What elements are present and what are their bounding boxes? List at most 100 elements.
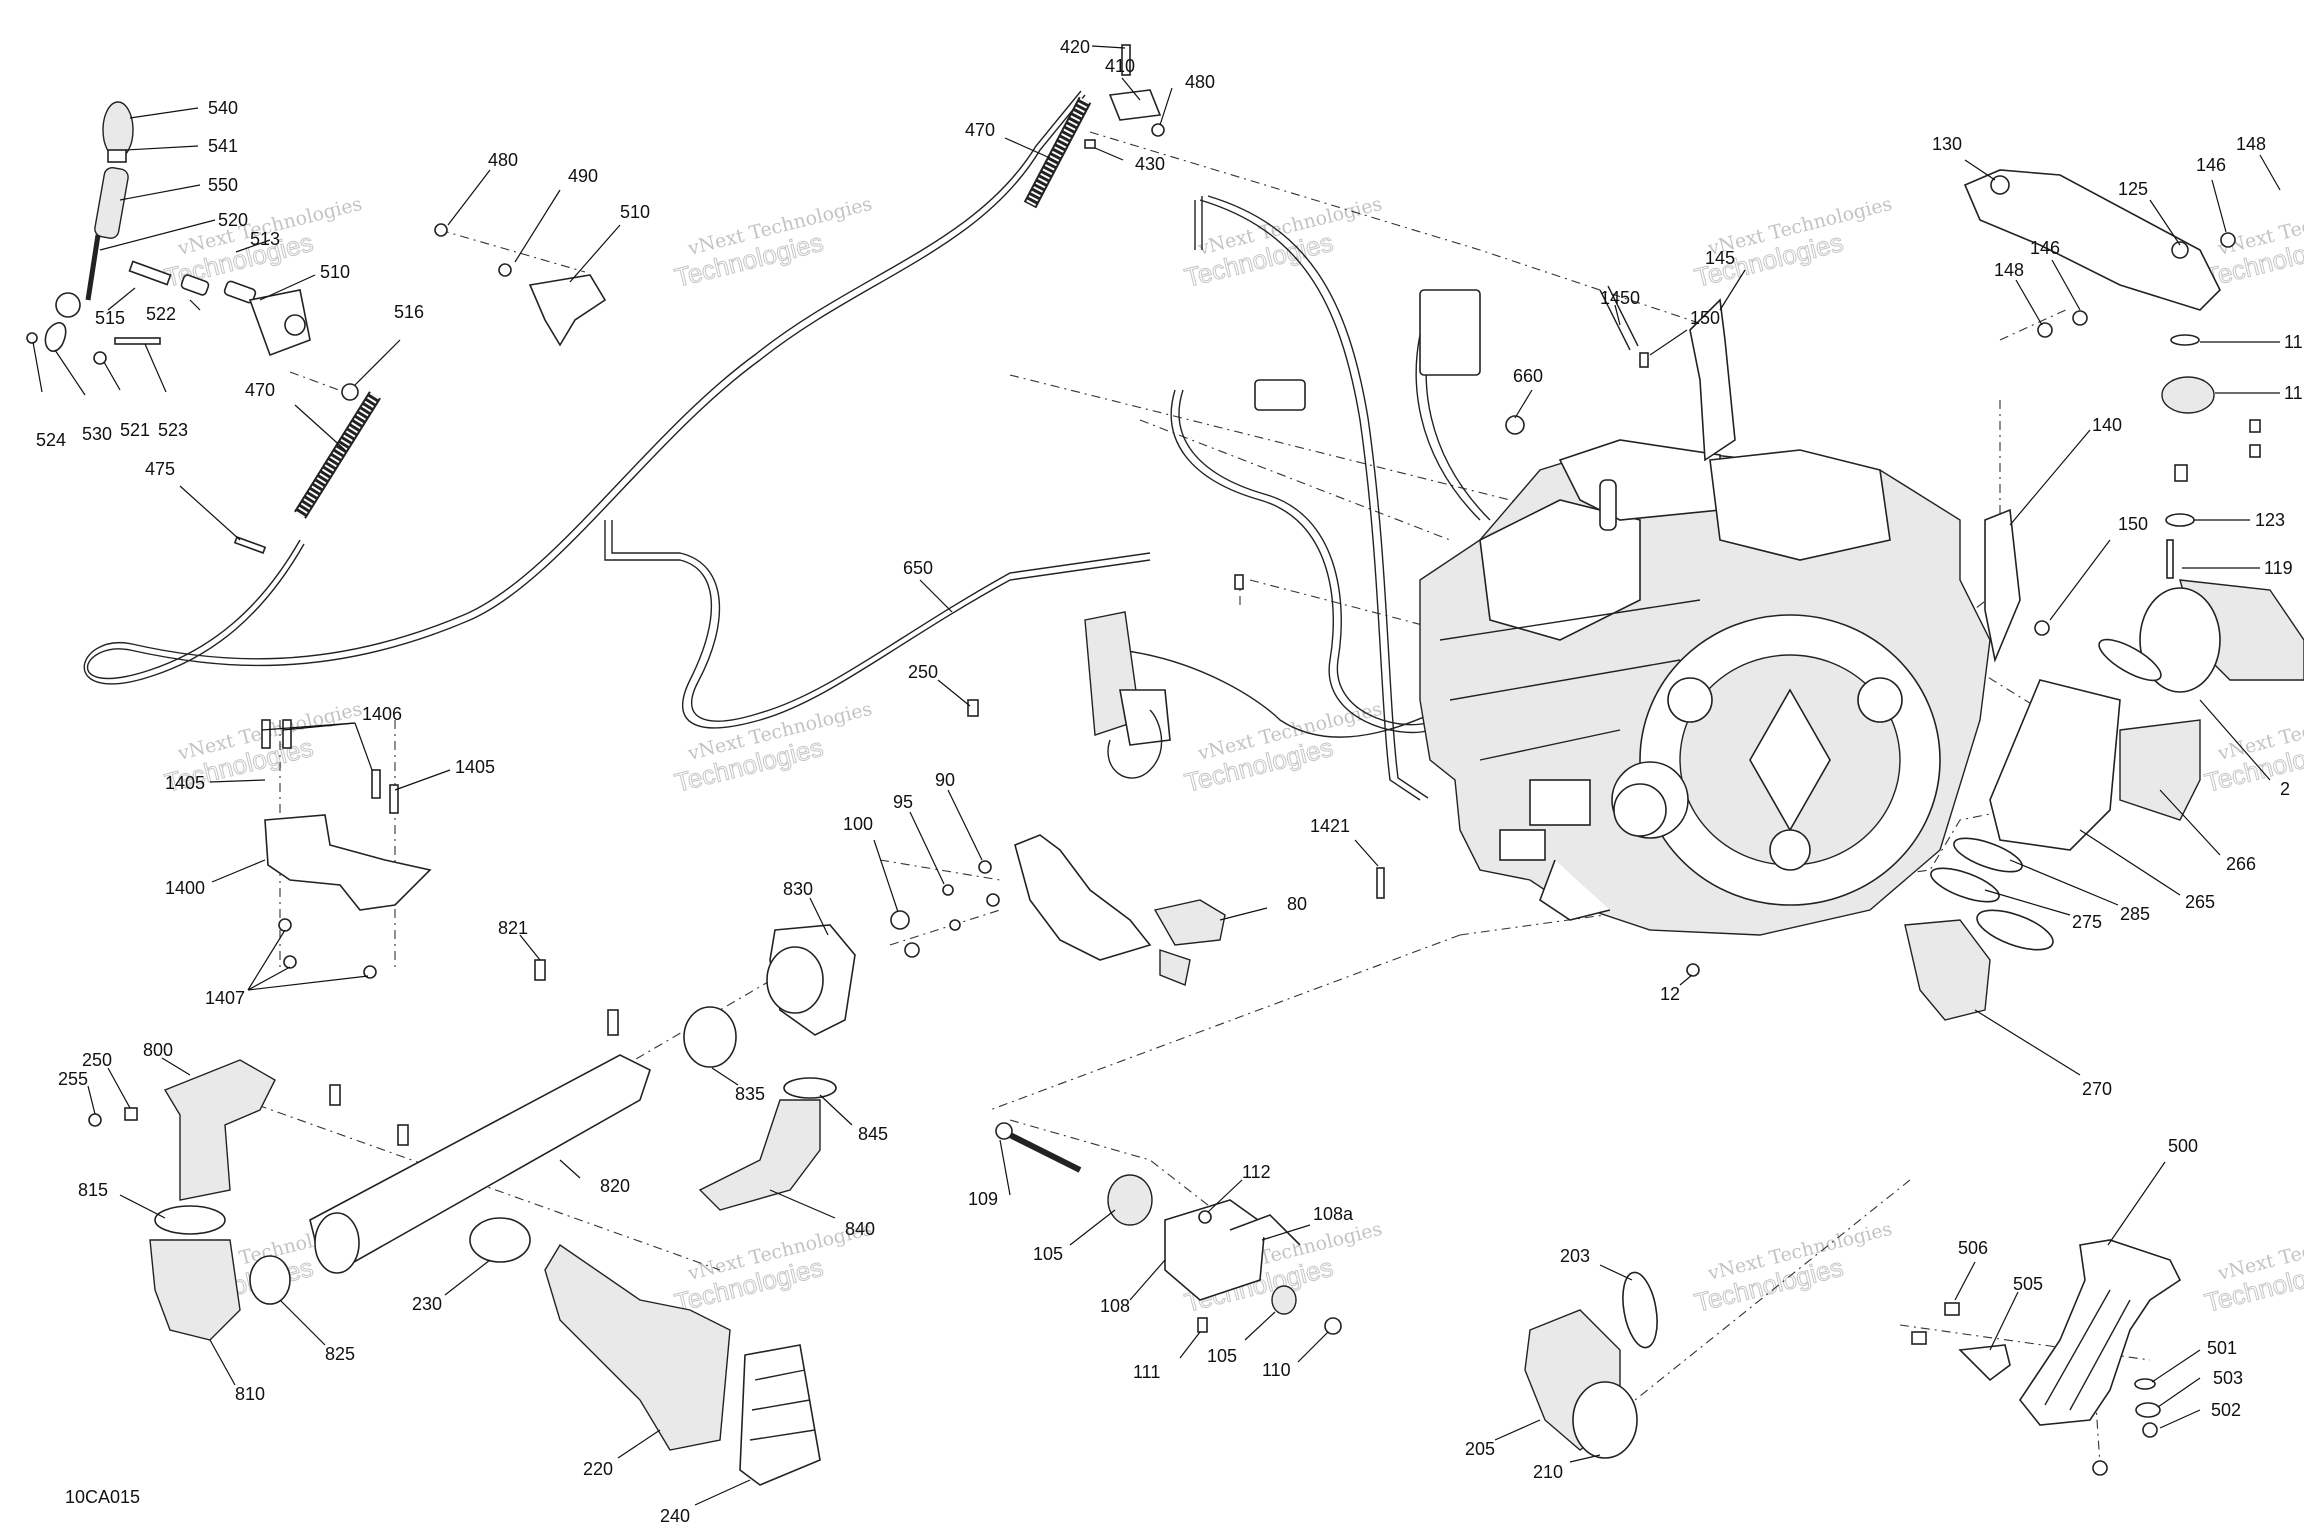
callout-11[interactable]: 11 — [2284, 332, 2303, 352]
callout-520[interactable]: 520 — [218, 210, 248, 230]
callout-90[interactable]: 90 — [935, 770, 955, 790]
callout-285[interactable]: 285 — [2120, 904, 2150, 924]
bolt-250 — [967, 699, 979, 717]
callout-502[interactable]: 502 — [2211, 1400, 2241, 1420]
callout-516[interactable]: 516 — [394, 302, 424, 322]
callout-1405[interactable]: 1405 — [455, 757, 495, 777]
callout-524[interactable]: 524 — [36, 430, 66, 450]
callout-1406[interactable]: 1406 — [362, 704, 402, 724]
callout-503[interactable]: 503 — [2213, 1368, 2243, 1388]
callout-148[interactable]: 148 — [1994, 260, 2024, 280]
callout-420[interactable]: 420 — [1060, 37, 1090, 57]
callout-265[interactable]: 265 — [2185, 892, 2215, 912]
duct-265 — [1989, 679, 2121, 851]
callout-100[interactable]: 100 — [843, 814, 873, 834]
callout-105[interactable]: 105 — [1033, 1244, 1063, 1264]
callout-12[interactable]: 12 — [1660, 984, 1680, 1004]
callout-146[interactable]: 146 — [2196, 155, 2226, 175]
callout-501[interactable]: 501 — [2207, 1338, 2237, 1358]
callout-505[interactable]: 505 — [2013, 1274, 2043, 1294]
callout-541[interactable]: 541 — [208, 136, 238, 156]
callout-480[interactable]: 480 — [488, 150, 518, 170]
callout-800[interactable]: 800 — [143, 1040, 173, 1060]
callout-660[interactable]: 660 — [1513, 366, 1543, 386]
callout-522[interactable]: 522 — [146, 304, 176, 324]
callout-108[interactable]: 108 — [1100, 1296, 1130, 1316]
bolt-506 — [1944, 1302, 1960, 1316]
callout-203[interactable]: 203 — [1560, 1246, 1590, 1266]
callout-650[interactable]: 650 — [903, 558, 933, 578]
intake-boot-810 — [149, 1239, 241, 1341]
callout-510[interactable]: 510 — [320, 262, 350, 282]
callout-2[interactable]: 2 — [2280, 779, 2290, 799]
callout-240[interactable]: 240 — [660, 1506, 690, 1526]
callout-410[interactable]: 410 — [1105, 56, 1135, 76]
callout-470[interactable]: 470 — [245, 380, 275, 400]
callout-810[interactable]: 810 — [235, 1384, 265, 1404]
callout-119[interactable]: 119 — [2264, 558, 2293, 578]
callout-95[interactable]: 95 — [893, 792, 913, 812]
callout-521[interactable]: 521 — [120, 420, 150, 440]
callout-530[interactable]: 530 — [82, 424, 112, 444]
callout-250[interactable]: 250 — [908, 662, 938, 682]
support-boss — [1990, 175, 2010, 195]
callout-475[interactable]: 475 — [145, 459, 175, 479]
callout-430[interactable]: 430 — [1135, 154, 1165, 174]
callout-210[interactable]: 210 — [1533, 1462, 1563, 1482]
callout-255[interactable]: 255 — [58, 1069, 88, 1089]
callout-108a[interactable]: 108a — [1313, 1204, 1354, 1224]
callout-109[interactable]: 109 — [968, 1189, 998, 1209]
callout-250[interactable]: 250 — [82, 1050, 112, 1070]
callout-1450[interactable]: 1450 — [1600, 288, 1640, 308]
clamp-825 — [249, 1255, 291, 1305]
callout-140[interactable]: 140 — [2092, 415, 2122, 435]
callout-112[interactable]: 112 — [1242, 1162, 1271, 1182]
callout-513[interactable]: 513 — [250, 229, 280, 249]
callout-275[interactable]: 275 — [2072, 912, 2102, 932]
callout-490[interactable]: 490 — [568, 166, 598, 186]
callout-80[interactable]: 80 — [1287, 894, 1307, 914]
callout-110[interactable]: 110 — [1262, 1360, 1291, 1380]
callout-845[interactable]: 845 — [858, 1124, 888, 1144]
callout-515[interactable]: 515 — [95, 308, 125, 328]
callout-230[interactable]: 230 — [412, 1294, 442, 1314]
callout-840[interactable]: 840 — [845, 1219, 875, 1239]
callout-105[interactable]: 105 — [1207, 1346, 1237, 1366]
callout-1421[interactable]: 1421 — [1310, 816, 1350, 836]
callout-220[interactable]: 220 — [583, 1459, 613, 1479]
callout-150[interactable]: 150 — [1690, 308, 1720, 328]
callout-125[interactable]: 125 — [2118, 179, 2148, 199]
callout-1407[interactable]: 1407 — [205, 988, 245, 1008]
callout-540[interactable]: 540 — [208, 98, 238, 118]
callout-266[interactable]: 266 — [2226, 854, 2256, 874]
callout-550[interactable]: 550 — [208, 175, 238, 195]
callout-830[interactable]: 830 — [783, 879, 813, 899]
bolt-821 — [534, 959, 546, 981]
callout-11[interactable]: 11 — [2284, 383, 2303, 403]
callout-1400[interactable]: 1400 — [165, 878, 205, 898]
leader-line — [87, 1085, 96, 1115]
callout-145[interactable]: 145 — [1705, 248, 1735, 268]
callout-835[interactable]: 835 — [735, 1084, 765, 1104]
callout-480[interactable]: 480 — [1185, 72, 1215, 92]
callout-146[interactable]: 146 — [2030, 238, 2060, 258]
callout-1405[interactable]: 1405 — [165, 773, 205, 793]
callout-820[interactable]: 820 — [600, 1176, 630, 1196]
callout-523[interactable]: 523 — [158, 420, 188, 440]
callout-470[interactable]: 470 — [965, 120, 995, 140]
callout-510[interactable]: 510 — [620, 202, 650, 222]
callout-825[interactable]: 825 — [325, 1344, 355, 1364]
callout-148[interactable]: 148 — [2236, 134, 2266, 154]
callout-123[interactable]: 123 — [2255, 510, 2285, 530]
callout-130[interactable]: 130 — [1932, 134, 1962, 154]
callout-150[interactable]: 150 — [2118, 514, 2148, 534]
nut-100 — [890, 910, 910, 930]
electrical-component-660 — [1419, 289, 1481, 376]
callout-506[interactable]: 506 — [1958, 1238, 1988, 1258]
callout-111[interactable]: 111 — [1133, 1362, 1160, 1382]
callout-205[interactable]: 205 — [1465, 1439, 1495, 1459]
callout-270[interactable]: 270 — [2082, 1079, 2112, 1099]
callout-821[interactable]: 821 — [498, 918, 528, 938]
callout-500[interactable]: 500 — [2168, 1136, 2198, 1156]
callout-815[interactable]: 815 — [78, 1180, 108, 1200]
